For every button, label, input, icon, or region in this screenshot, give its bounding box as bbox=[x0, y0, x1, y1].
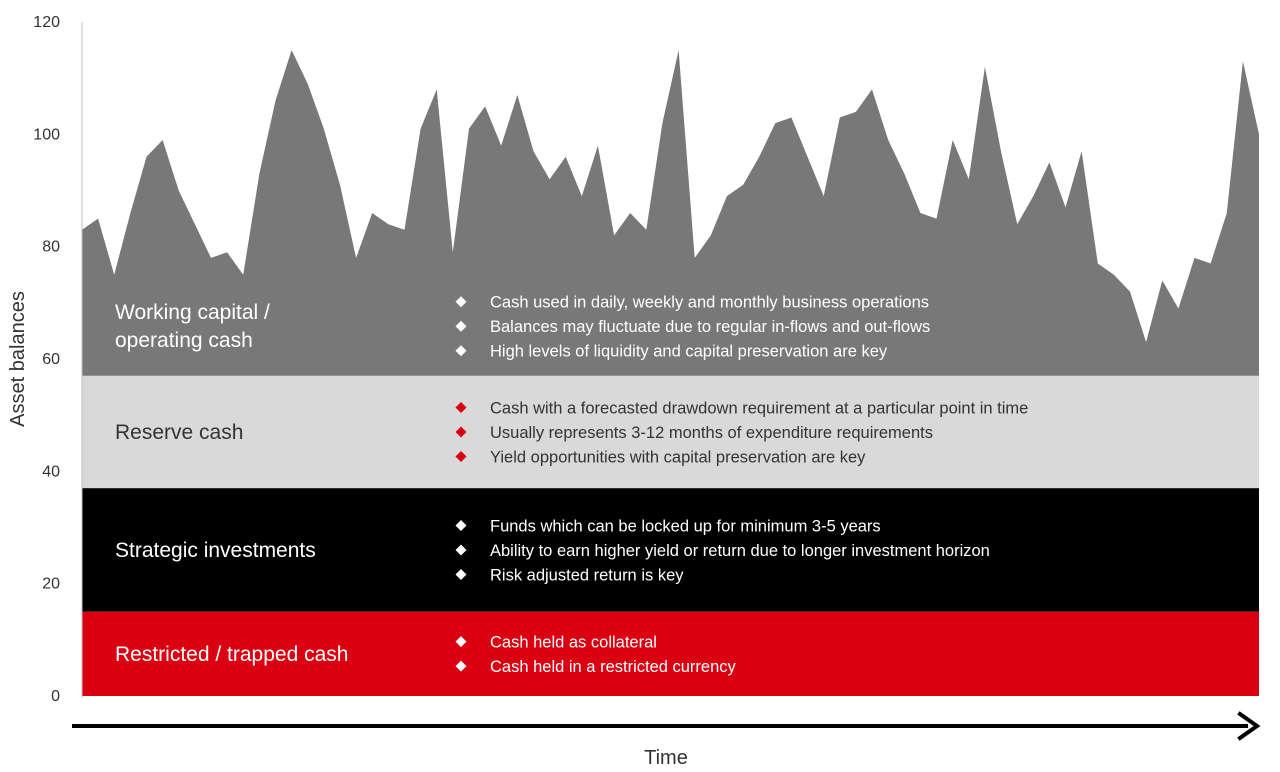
reserve-band-title: Reserve cash bbox=[115, 421, 243, 444]
working-band-title: Working capital / bbox=[115, 301, 270, 324]
y-axis-title: Asset balances bbox=[7, 291, 29, 427]
reserve-bullet-text: Usually represents 3-12 months of expend… bbox=[490, 424, 933, 442]
y-tick-label: 60 bbox=[42, 351, 60, 368]
diamond-bullet-icon bbox=[455, 660, 467, 672]
reserve-bullet-text: Cash with a forecasted drawdown requirem… bbox=[490, 400, 1028, 418]
working-bullet-text: Cash used in daily, weekly and monthly b… bbox=[490, 294, 929, 312]
diamond-bullet-icon bbox=[455, 320, 467, 332]
working-capital-area bbox=[82, 50, 1259, 376]
restricted-bullet-text: Cash held in a restricted currency bbox=[490, 658, 737, 676]
diamond-bullet-icon bbox=[455, 544, 467, 556]
strategic-bullet-text: Funds which can be locked up for minimum… bbox=[490, 517, 881, 535]
strategic-band-title: Strategic investments bbox=[115, 539, 316, 562]
strategic-bullet-text: Risk adjusted return is key bbox=[490, 566, 684, 584]
diamond-bullet-icon bbox=[455, 451, 467, 463]
y-tick-label: 100 bbox=[33, 126, 60, 143]
strategic-band bbox=[82, 488, 1259, 612]
reserve-band bbox=[82, 375, 1259, 489]
y-tick-label: 20 bbox=[42, 576, 60, 593]
restricted-band bbox=[82, 611, 1259, 696]
diamond-bullet-icon bbox=[455, 402, 467, 414]
x-axis-title: Time bbox=[644, 747, 688, 769]
y-tick-label: 80 bbox=[42, 239, 60, 256]
y-tick-label: 0 bbox=[51, 688, 60, 705]
restricted-band-title: Restricted / trapped cash bbox=[115, 643, 348, 666]
reserve-bullet-text: Yield opportunities with capital preserv… bbox=[490, 449, 866, 467]
y-tick-label: 40 bbox=[42, 463, 60, 480]
strategic-bullet-text: Ability to earn higher yield or return d… bbox=[490, 542, 990, 560]
time-arrow-head bbox=[1237, 711, 1261, 741]
diamond-bullet-icon bbox=[455, 636, 467, 648]
restricted-bullet-text: Cash held as collateral bbox=[490, 634, 657, 652]
diamond-bullet-icon bbox=[455, 568, 467, 580]
working-bullet-text: High levels of liquidity and capital pre… bbox=[490, 343, 888, 361]
diamond-bullet-icon bbox=[455, 519, 467, 531]
diamond-bullet-icon bbox=[455, 296, 467, 308]
diamond-bullet-icon bbox=[455, 426, 467, 438]
working-band-title: operating cash bbox=[115, 329, 253, 352]
working-bullet-text: Balances may fluctuate due to regular in… bbox=[490, 318, 930, 336]
y-tick-label: 120 bbox=[33, 14, 60, 31]
diamond-bullet-icon bbox=[455, 345, 467, 357]
